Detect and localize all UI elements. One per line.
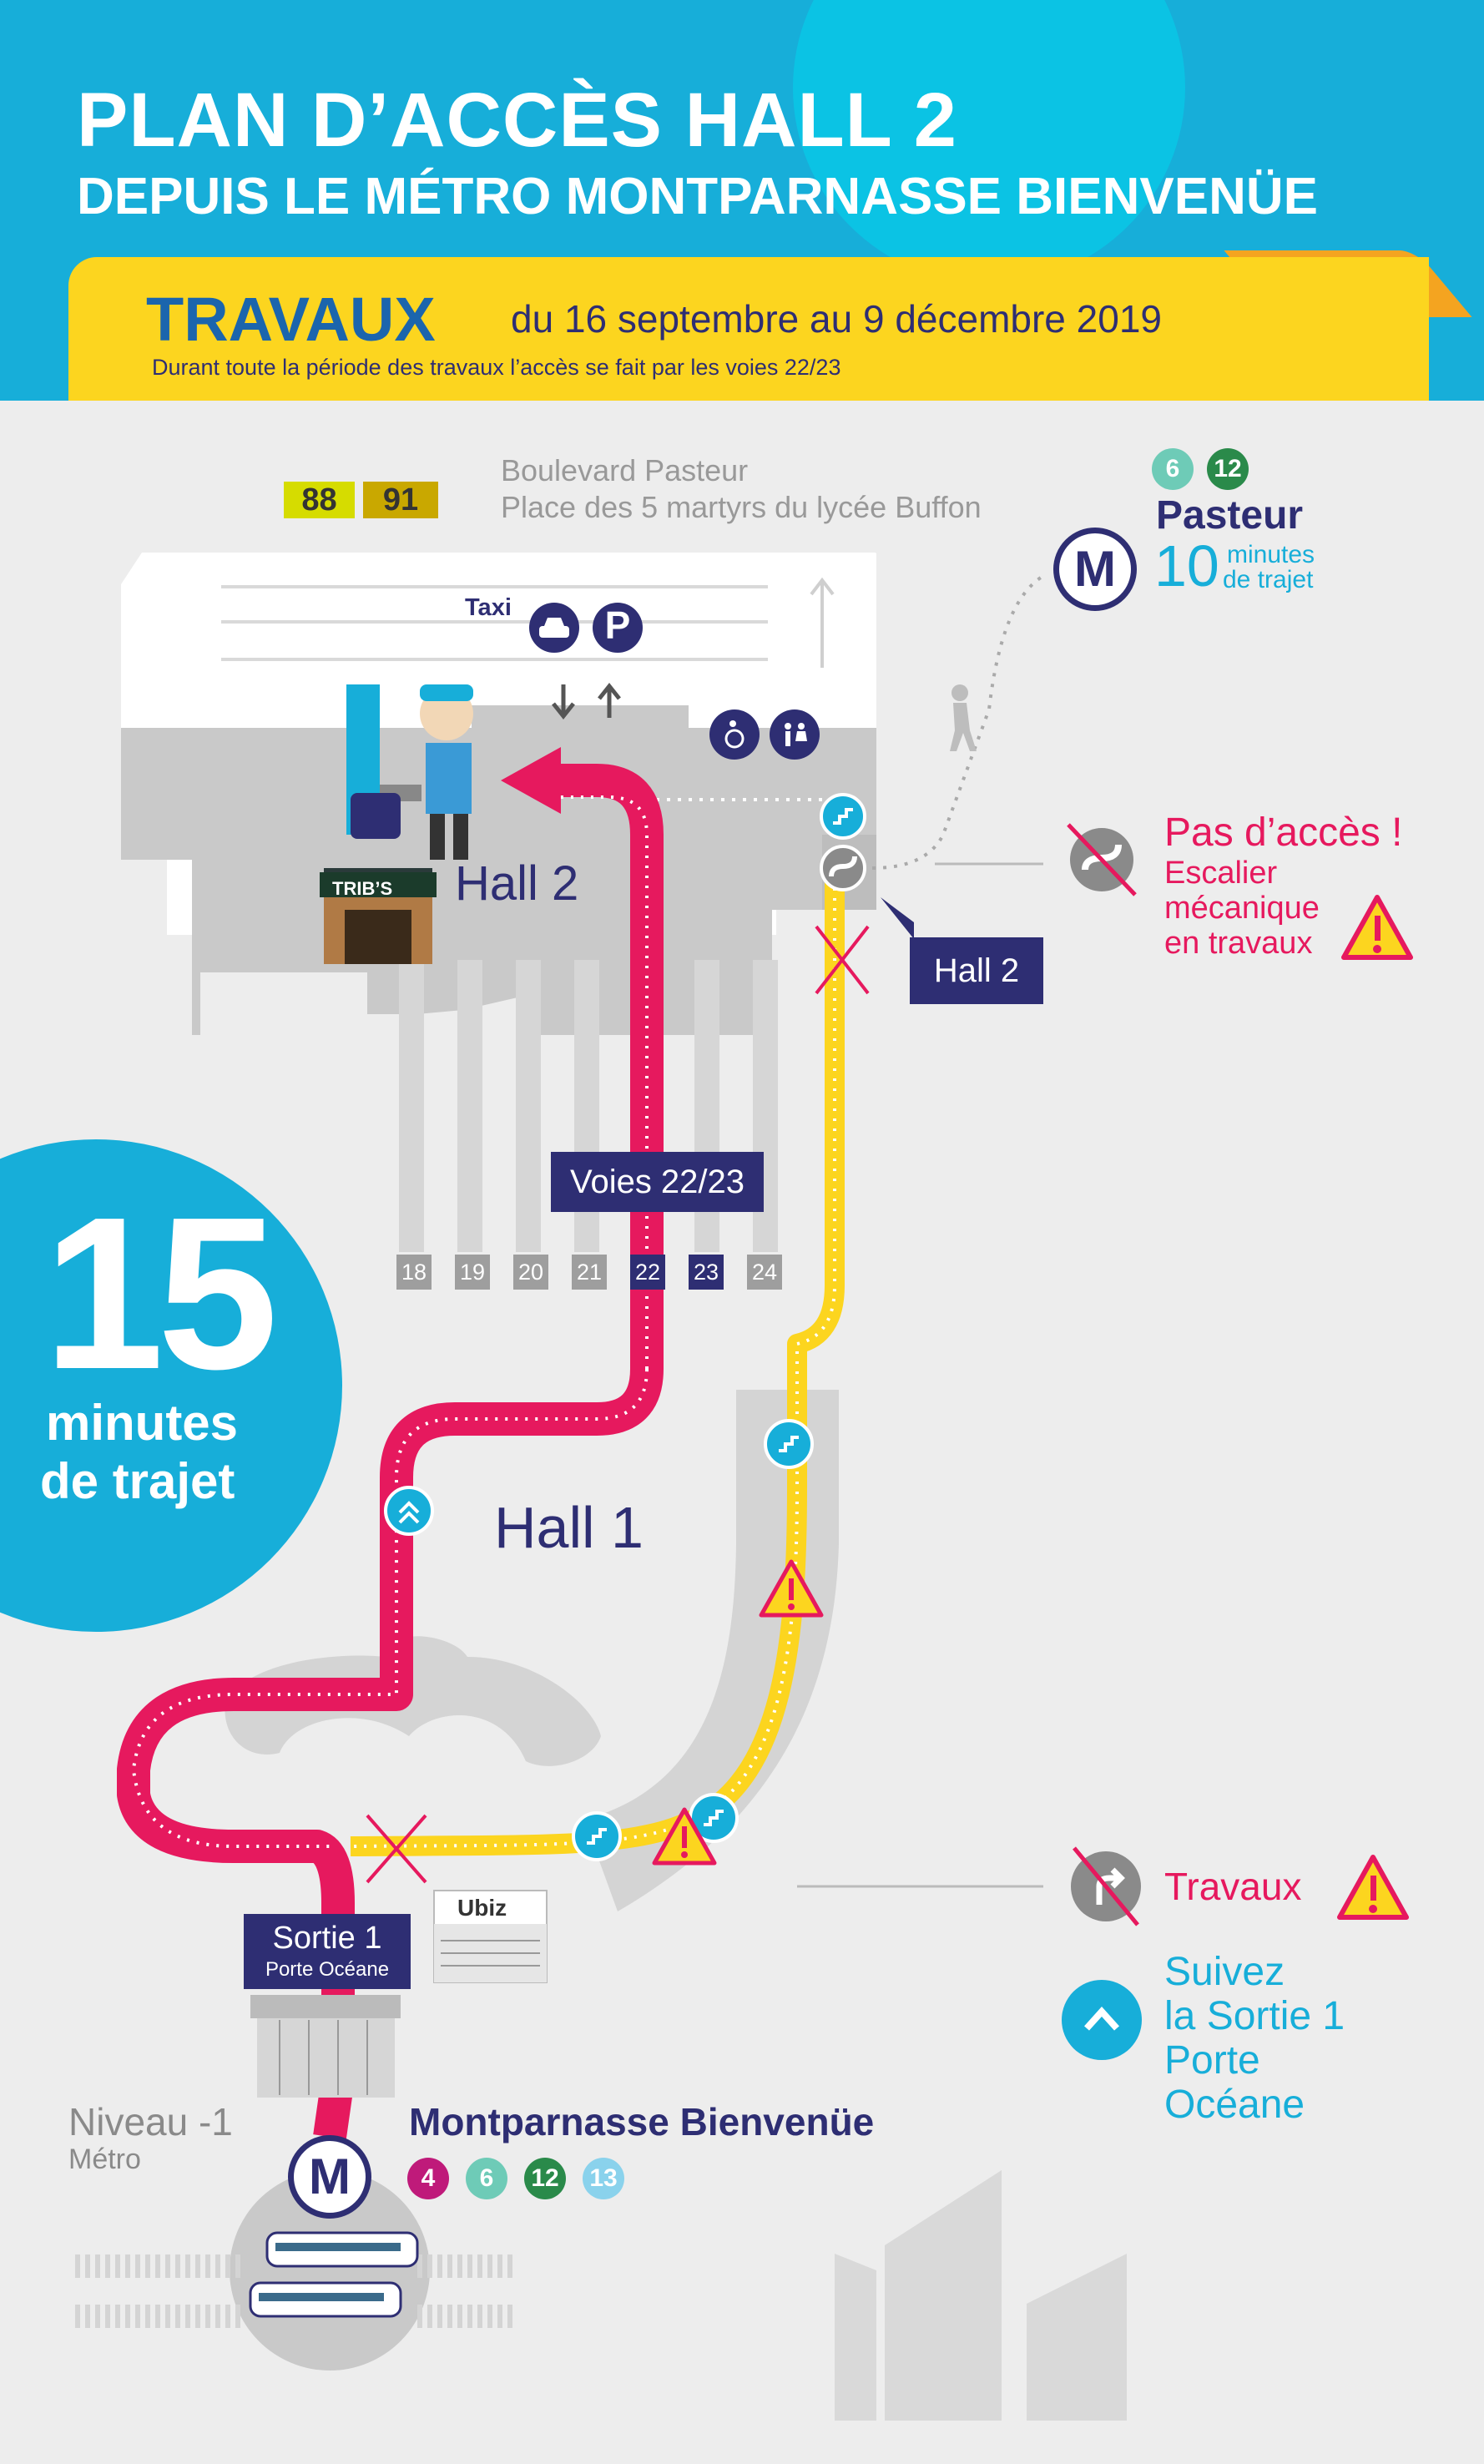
pink-route-lower (117, 1661, 413, 2139)
hall-2-plate-pointer (881, 897, 914, 939)
sortie-1-plate: Sortie 1 Porte Océane (244, 1914, 411, 1989)
line-6-badge: 6 (466, 2158, 507, 2199)
tribs-shop-name: TRIB’S (332, 878, 393, 899)
metro-train-icon (249, 2231, 419, 2318)
traveler-illustration (346, 684, 473, 860)
bus-line-91: 91 (363, 482, 438, 518)
pedestrian-icon (950, 684, 977, 751)
platform-stripes (399, 960, 778, 1252)
hall-2-plate: Hall 2 (910, 937, 1043, 1004)
blocked-cross-hall1 (366, 1814, 427, 1884)
parking-icon (593, 603, 643, 653)
detour-legend-icon (1071, 1846, 1141, 1926)
pasteur-line-12-badge: 12 (1207, 448, 1249, 490)
legend-follow-line3: Porte (1164, 2038, 1260, 2083)
blocked-cross-hall2 (815, 925, 870, 995)
warning-legend-icon-2 (1337, 1855, 1409, 1920)
sortie-1-title: Sortie 1 (272, 1921, 382, 1956)
escalator-closed-legend-icon (1067, 823, 1137, 896)
tribs-shop (320, 868, 437, 964)
legend-follow-line2: la Sortie 1 (1164, 1994, 1345, 2038)
escalator-icon-hall2 (820, 793, 866, 840)
parking-letter: P (604, 603, 631, 647)
duration-trajet-label: de trajet (40, 1453, 235, 1509)
montparnasse-metro-icon: M (288, 2135, 371, 2219)
track-number-23: 23 (689, 1255, 724, 1290)
hall-2-label: Hall 2 (455, 856, 579, 911)
legend-no-access-line3: en travaux (1164, 926, 1313, 961)
hall-2-floor (121, 728, 876, 1035)
level-label: Niveau -1 (68, 2100, 233, 2143)
pink-route-arrowhead (501, 747, 561, 814)
travaux-title: TRAVAUX (146, 285, 436, 354)
sortie-1-subtitle: Porte Océane (265, 1958, 390, 1981)
legend-no-access-title: Pas d’accès ! (1164, 810, 1403, 855)
track-number-19: 19 (455, 1255, 490, 1290)
montparnasse-station-name: Montparnasse Bienvenüe (409, 2100, 875, 2143)
line-12-badge: 12 (524, 2158, 566, 2199)
pasteur-metro-icon: M (1053, 528, 1137, 611)
track-number-18: 18 (396, 1255, 432, 1290)
legend-no-access-line2: mécanique (1164, 891, 1320, 926)
metro-rails (75, 2254, 517, 2328)
pasteur-walk-path (871, 574, 1045, 870)
travaux-banner (68, 257, 1429, 401)
sortie-stairs (250, 1995, 401, 2098)
legend-follow-line4: Océane (1164, 2083, 1305, 2127)
yellow-route-dots (350, 868, 836, 1848)
track-number-21: 21 (572, 1255, 607, 1290)
chevron-up-icon-route (384, 1486, 434, 1536)
legend-follow-line1: Suivez (1164, 1950, 1285, 1994)
pasteur-trajet-label: de trajet (1223, 566, 1314, 593)
tower-silhouette (835, 2170, 1127, 2421)
warning-legend-icon-1 (1341, 895, 1413, 960)
track-number-22: 22 (630, 1255, 665, 1290)
escalator-icon-lower-2 (572, 1811, 622, 1861)
ubiz-shop (433, 1890, 548, 1983)
metro-platform-circle (230, 2170, 430, 2371)
track-number-20: 20 (513, 1255, 548, 1290)
ubiz-shop-name: Ubiz (457, 1895, 507, 1921)
escalator-closed-icon (820, 845, 866, 891)
pasteur-minutes-value: 10 (1154, 533, 1219, 598)
hall-2-recess (472, 705, 689, 730)
place-name: Place des 5 martyrs du lycée Buffon (501, 490, 982, 524)
legend-travaux: Travaux (1164, 1865, 1302, 1908)
hall-1-escalator-shape (225, 1636, 601, 1766)
pasteur-line-6-badge: 6 (1152, 448, 1194, 490)
escalator-icon-corridor (764, 1419, 814, 1469)
taxi-lane-arrows (552, 682, 621, 720)
pasteur-station-name: Pasteur (1156, 493, 1304, 538)
hall-1-corridor (584, 1390, 839, 1911)
travaux-dates: du 16 septembre au 9 décembre 2019 (511, 297, 1162, 341)
page-subtitle: DEPUIS LE MÉTRO MONTPARNASSE BIENVENÜE (77, 168, 1319, 225)
duration-value: 15 (43, 1173, 278, 1415)
level-sublabel: Métro (68, 2143, 141, 2175)
warning-icon-route-1 (759, 1559, 824, 1618)
duration-minutes-label: minutes (46, 1395, 239, 1451)
wc-icon (770, 709, 820, 760)
bus-line-88: 88 (284, 482, 355, 518)
taxi-label: Taxi (465, 594, 512, 621)
taxi-icon (529, 603, 579, 653)
page-title: PLAN D’ACCÈS HALL 2 (77, 78, 957, 163)
line-13-badge: 13 (583, 2158, 624, 2199)
wheelchair-wc-icon (709, 709, 760, 760)
pasteur-minutes-label: minutes (1227, 541, 1315, 568)
track-number-24: 24 (747, 1255, 782, 1290)
taxi-lane-lines (221, 585, 768, 661)
pink-route-dots (558, 795, 649, 1369)
warning-icon-route-2 (652, 1807, 717, 1866)
travaux-note: Durant toute la période des travaux l’ac… (152, 355, 841, 380)
chevron-up-legend-icon (1062, 1980, 1142, 2060)
hall-1-label: Hall 1 (494, 1495, 644, 1560)
line-4-badge: 4 (407, 2158, 449, 2199)
street-name: Boulevard Pasteur (501, 453, 749, 487)
voies-plate: Voies 22/23 (551, 1152, 764, 1212)
legend-no-access-line1: Escalier (1164, 856, 1278, 891)
one-way-arrow (810, 577, 835, 668)
